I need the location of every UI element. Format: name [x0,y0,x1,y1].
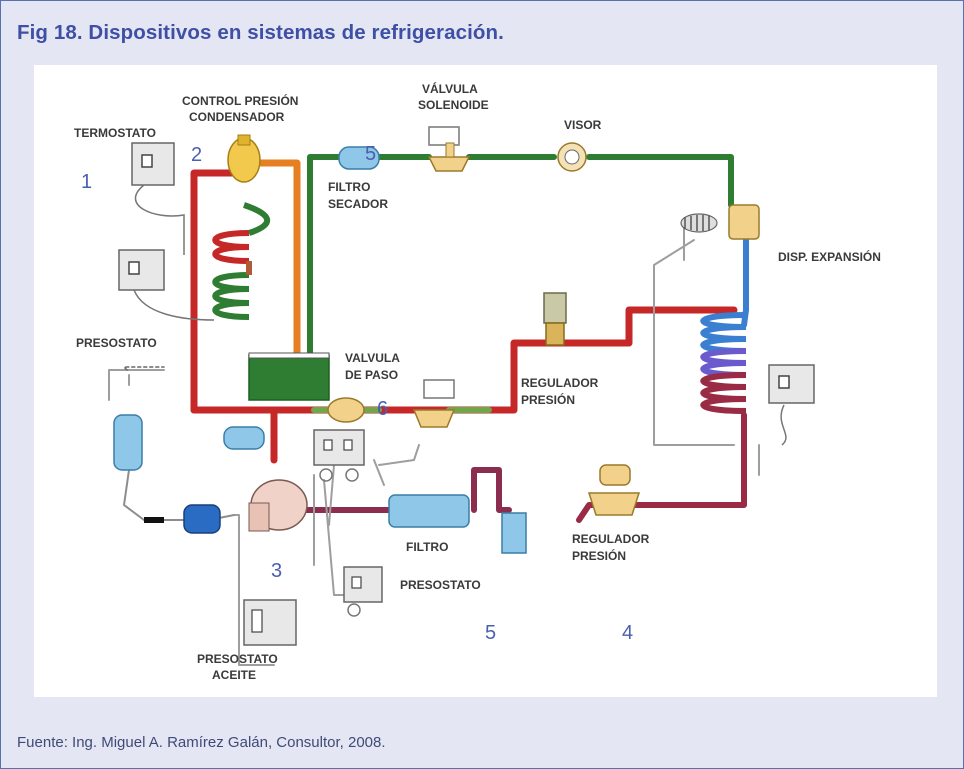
label-presostato-aceite-1: PRESOSTATO [197,652,278,666]
label-filtro-secador-1: FILTRO [328,180,370,194]
pressostat-box-bottom [343,566,383,617]
label-regulador-presion-top-2: PRESIÓN [521,392,575,407]
expansion-valve [680,204,760,240]
label-presostato-bottom: PRESOSTATO [400,578,481,592]
filter-drier [338,146,380,170]
hot-gas-line [190,169,243,369]
number-3: 3 [271,560,282,582]
solenoid-valve-middle [412,379,456,428]
label-valvula-paso-1: VALVULA [345,351,400,365]
label-termostato: TERMOSTATO [74,126,156,140]
label-disp-expansion: DISP. EXPANSIÓN [778,249,881,264]
lower-pressure-regulator [587,464,641,516]
label-control-presion: CONTROL PRESIÓN [182,93,298,108]
refrigeration-diagram: CONTROL PRESIÓN CONDENSADOR TERMOSTATO V… [34,65,937,697]
label-condensador: CONDENSADOR [189,110,285,124]
label-valvula-solenoide-2: SOLENOIDE [418,98,489,112]
number-5-top: 5 [365,143,376,165]
oil-separator [113,414,143,471]
number-6: 6 [377,398,388,420]
pressostat-box-right [768,364,815,446]
label-valvula-solenoide-1: VÁLVULA [422,81,478,96]
number-1: 1 [81,171,92,193]
diagram-svg: CONTROL PRESIÓN CONDENSADOR TERMOSTATO V… [74,81,881,682]
label-regulador-presion-top-1: REGULADOR [521,376,599,390]
label-valvula-paso-2: DE PASO [345,368,398,382]
condenser-pressure-control [227,134,261,183]
number-5-bottom: 5 [485,622,496,644]
thermostat-box [131,142,185,255]
receiver-tank [248,354,330,401]
number-2: 2 [191,144,202,166]
label-regulador-presion-bottom-2: PRESIÓN [572,548,626,563]
compressor [248,479,308,532]
label-filtro-secador-2: SECADOR [328,197,388,211]
oil-pump [144,504,221,534]
accumulator [501,512,527,554]
dual-pressostat-box [313,429,365,482]
evaporator-coil [700,312,747,414]
receiver-top [248,352,330,359]
suction-filter [388,494,470,528]
pressostat-box-left [118,249,215,321]
upper-pressure-regulator [543,292,567,346]
figure-title: Fig 18. Dispositivos en sistemas de refr… [17,21,504,44]
cold-line [741,230,749,328]
filter-small [223,426,265,450]
sight-glass [557,142,587,172]
oil-pressostat-box [243,599,297,646]
dashed-line [123,366,165,371]
label-regulador-presion-bottom-1: REGULADOR [572,532,650,546]
label-visor: VISOR [564,118,602,132]
label-presostato-aceite-2: ACEITE [212,668,256,682]
condenser-orange-line [255,159,301,364]
liquid-line [307,154,342,363]
solenoid-valve [427,126,471,172]
liquid-line-top [376,154,734,208]
figure-caption: Fuente: Ing. Miguel A. Ramírez Galán, Co… [17,734,386,751]
label-filtro: FILTRO [406,540,448,554]
condenser-coil [212,202,271,320]
number-4: 4 [622,622,633,644]
shutoff-valve [327,397,365,423]
label-presostato-left: PRESOSTATO [76,336,157,350]
control-wiring [108,224,760,666]
